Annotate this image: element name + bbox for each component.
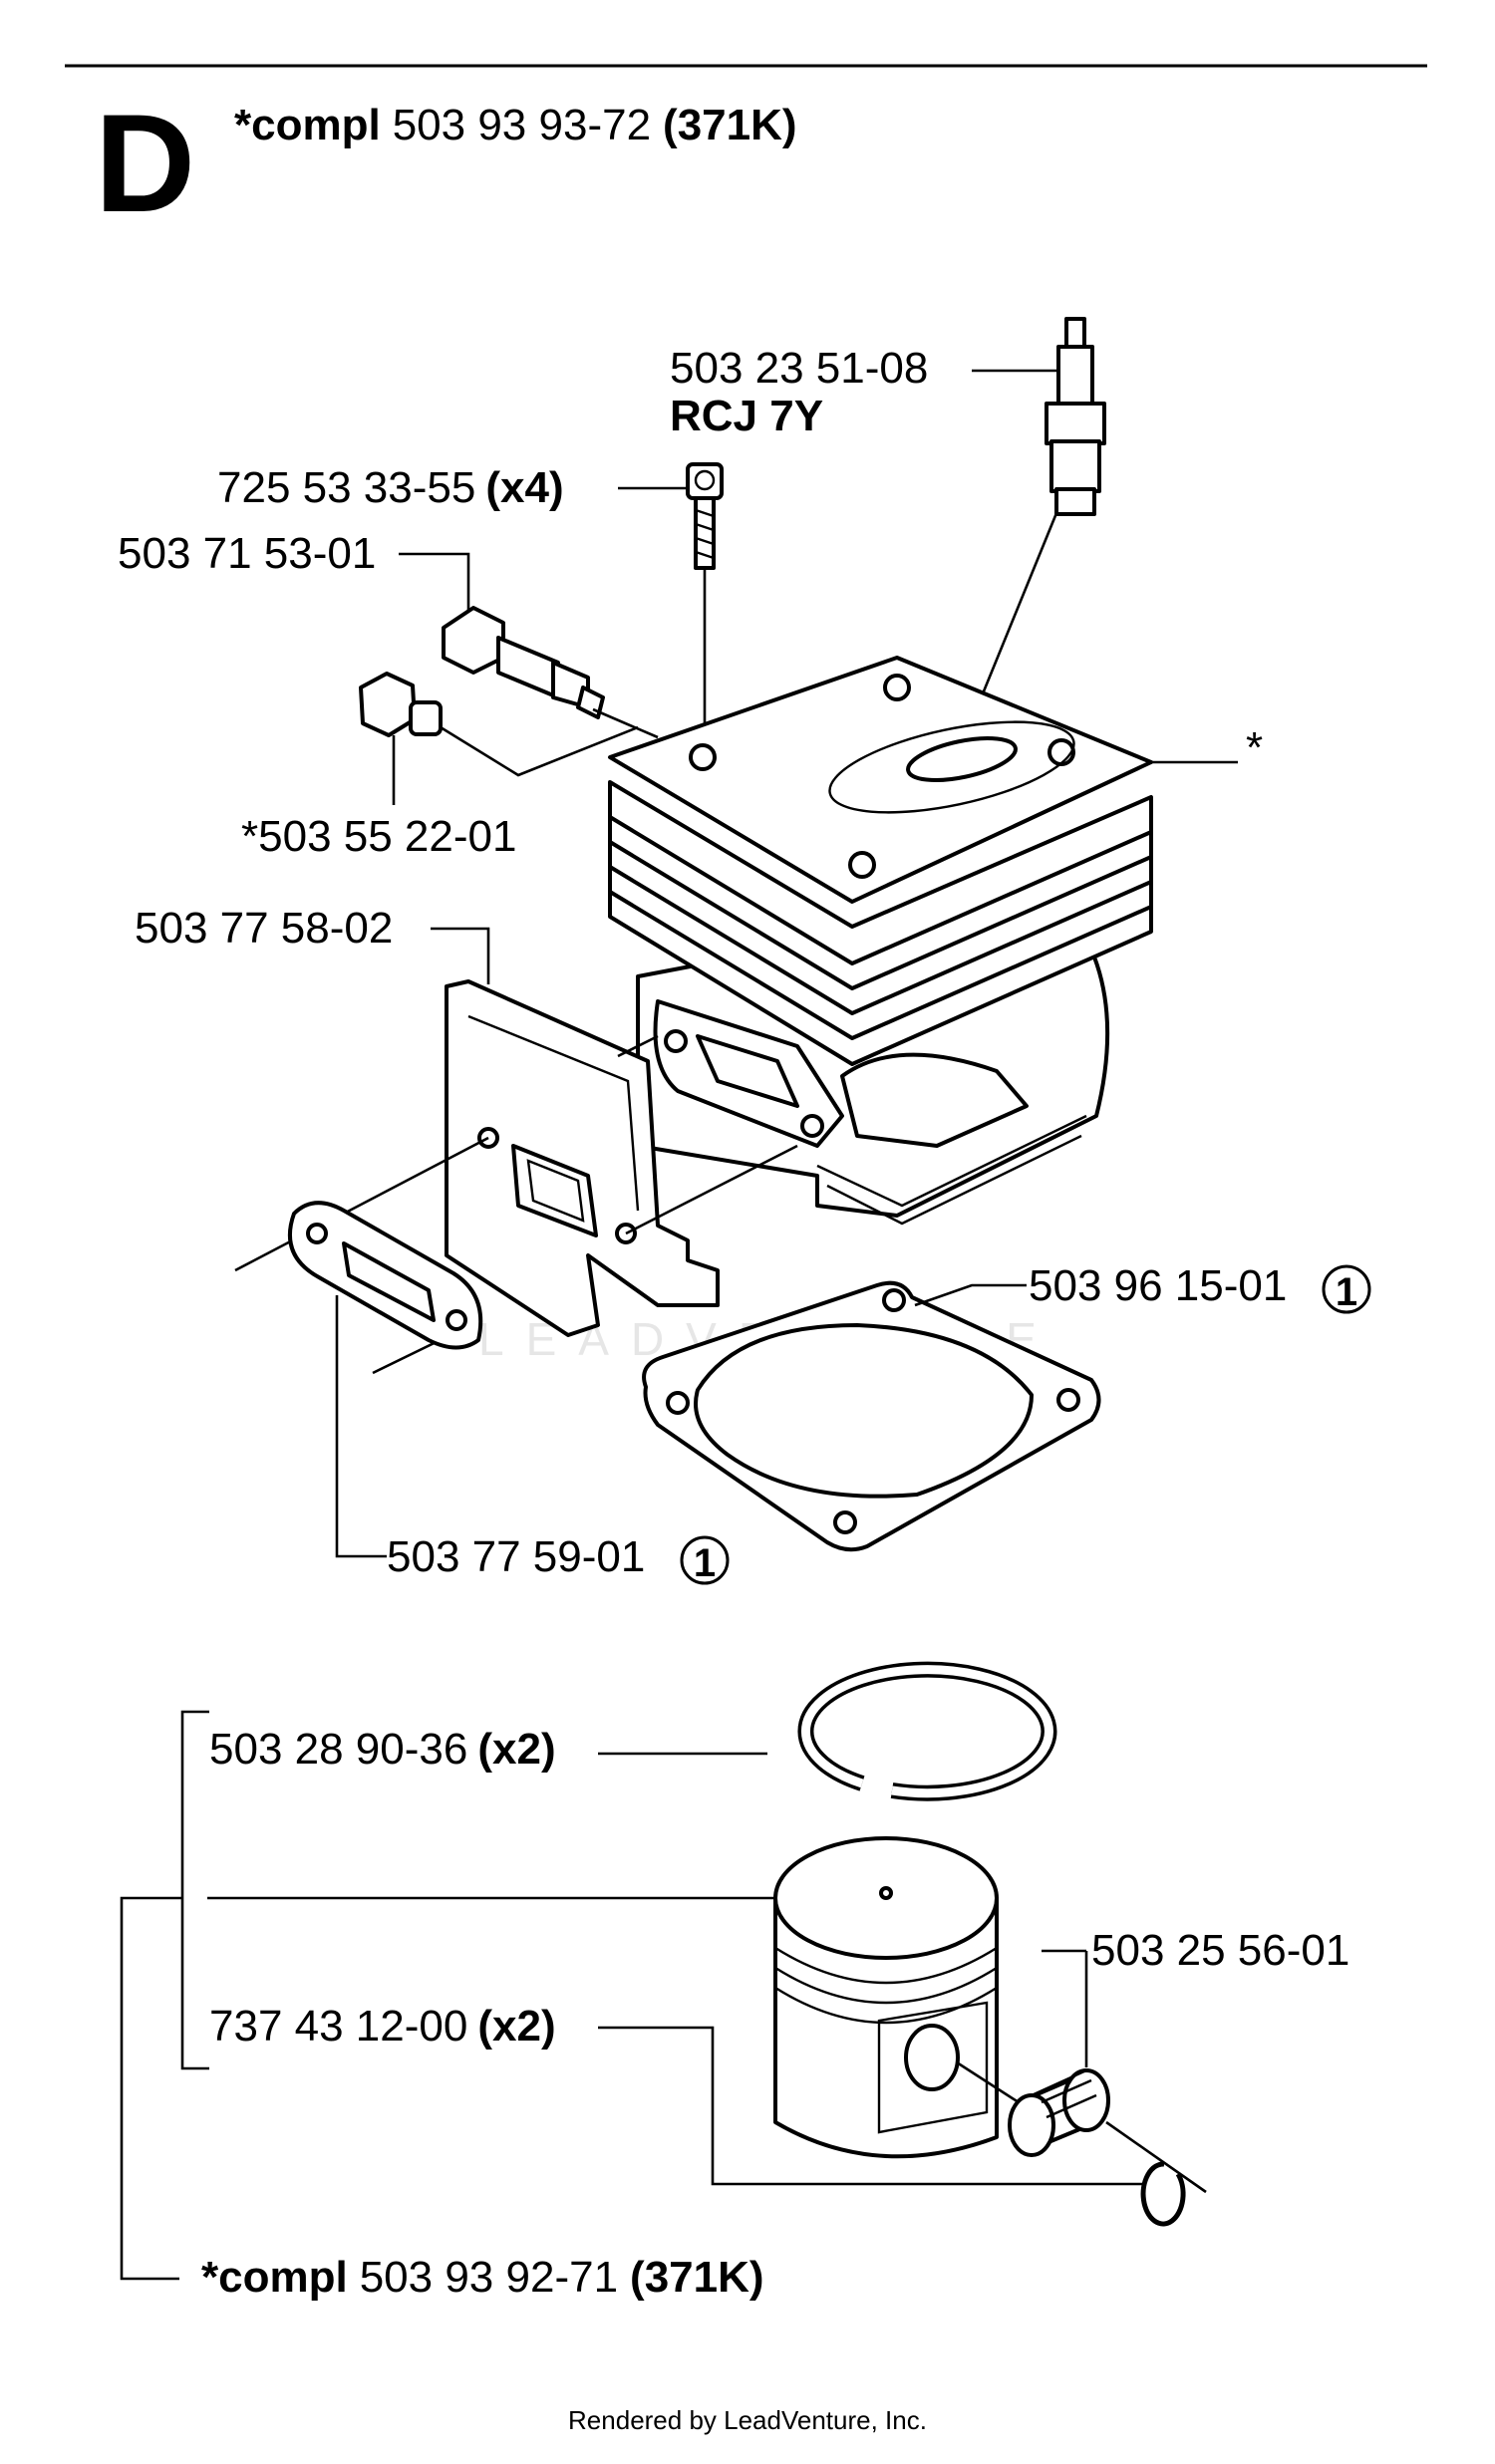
piston-ring-number: 503 28 90-36 — [209, 1725, 467, 1774]
piston-compl-prefix: *compl — [201, 2253, 348, 2302]
piston-compl-model: (371K) — [630, 2253, 764, 2302]
spark-plug-part — [1045, 317, 1106, 516]
screw-qty: (x4) — [485, 463, 563, 512]
inner-bracket — [180, 1710, 209, 2070]
piston-ring-qty: (x2) — [477, 1725, 555, 1774]
piston-compl-number: 503 93 92-71 — [360, 2253, 618, 2302]
exhaust-gasket-ref-circle — [680, 1535, 730, 1585]
spark-plug-number: 503 23 51-08 — [670, 344, 928, 393]
pin-axis-2 — [1105, 2120, 1207, 2194]
base-gasket-leader — [914, 1283, 1027, 1307]
heat-shield-axis-1 — [617, 1034, 659, 1058]
outer-bracket — [120, 1896, 182, 2281]
base-gasket-ref: 1 — [1336, 1270, 1357, 1314]
circlip-label: 737 43 12-00(x2) — [209, 2002, 556, 2051]
heat-shield-axis-2 — [234, 1136, 489, 1272]
decomp-valve-number: 503 71 53-01 — [118, 529, 376, 578]
screw-label: 725 53 33-55(x4) — [217, 463, 564, 512]
base-gasket-ref-circle — [1322, 1264, 1371, 1314]
piston-part — [773, 1836, 999, 2159]
bearing-number: 503 25 56-01 — [1091, 1926, 1349, 1975]
circlip-qty: (x2) — [477, 2002, 555, 2051]
spark-plug-type: RCJ 7Y — [670, 392, 823, 440]
plug-part — [359, 672, 443, 737]
plug-axis — [440, 725, 639, 777]
section-compl-prefix: *compl — [234, 101, 381, 149]
bearing-part — [1008, 2068, 1110, 2157]
circlip-number: 737 43 12-00 — [209, 2002, 467, 2051]
circlip-part — [1140, 2161, 1186, 2227]
decomp-valve-axis — [592, 707, 659, 739]
cylinder-star: * — [1246, 723, 1263, 772]
cylinder-part — [608, 656, 1153, 1226]
base-gasket-part — [642, 1280, 1101, 1552]
screw-part — [686, 462, 724, 570]
exhaust-gasket-ref: 1 — [694, 1541, 716, 1585]
exhaust-gasket-number: 503 77 59-01 — [387, 1532, 645, 1581]
decomp-valve-leader — [399, 552, 470, 610]
decomp-valve-part — [442, 606, 605, 719]
section-compl-number: 503 93 93-72 — [393, 101, 651, 149]
section-compl-model: (371K) — [663, 101, 797, 149]
exhaust-gasket-part — [287, 1201, 483, 1350]
heat-shield-leader — [431, 927, 490, 984]
heat-shield-number: 503 77 58-02 — [135, 904, 393, 953]
pin-axis-1 — [956, 2060, 1020, 2104]
base-gasket-number: 503 96 15-01 — [1029, 1261, 1287, 1310]
exhaust-gasket-leader — [335, 1295, 387, 1558]
piston-ring-part — [797, 1661, 1057, 1801]
piston-ring-label: 503 28 90-36(x2) — [209, 1725, 556, 1774]
heat-shield-axis-3 — [625, 1144, 798, 1235]
plug-number: *503 55 22-01 — [241, 812, 516, 861]
screw-number: 725 53 33-55 — [217, 463, 475, 512]
heat-shield-part — [445, 979, 720, 1337]
footer-credit: Rendered by LeadVenture, Inc. — [568, 2405, 927, 2435]
section-letter: D — [95, 85, 195, 241]
circlip-leader — [598, 2026, 1146, 2186]
